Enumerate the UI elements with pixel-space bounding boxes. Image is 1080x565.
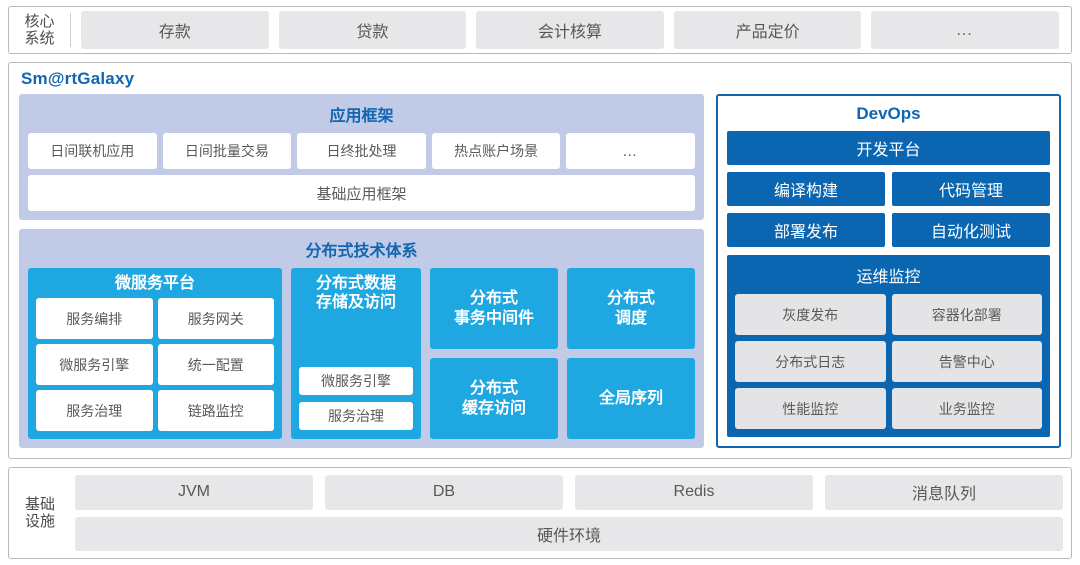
scheduling-line2: 调度	[614, 309, 647, 327]
devops-development-platform-bar[interactable]: 开发平台	[727, 131, 1050, 165]
distributed-tech-title: 分布式技术体系	[305, 243, 418, 260]
smartgalaxy-panel: Sm@rtGalaxy 应用框架 日间联机应用 日间批量交易 日终批处理 热点账…	[8, 62, 1072, 459]
distributed-data-storage-title: 分布式数据 存储及访问	[299, 274, 413, 316]
app-chip-daytime-online[interactable]: 日间联机应用	[28, 133, 157, 169]
distributed-tiles-column-2: 分布式 调度 全局序列	[567, 268, 695, 439]
infrastructure-label: 基础 设施	[9, 475, 71, 551]
smartgalaxy-title: Sm@rtGalaxy	[21, 69, 135, 88]
devops-automated-test-button[interactable]: 自动化测试	[892, 213, 1050, 247]
distributed-tech-grid: 微服务平台 服务编排 服务网关 微服务引擎 统一配置 服务治理 链路监控	[28, 268, 695, 439]
smartgalaxy-right-column: DevOps 开发平台 编译构建 代码管理 部署发布 自动化测试 运维监控 灰度…	[716, 94, 1061, 448]
transaction-middleware-line2: 事务中间件	[453, 309, 534, 327]
devops-title: DevOps	[856, 104, 921, 123]
devops-tools-grid: 编译构建 代码管理 部署发布 自动化测试	[727, 172, 1050, 247]
app-chip-hot-account[interactable]: 热点账户场景	[431, 133, 561, 169]
cache-access-line1: 分布式	[469, 379, 518, 397]
infrastructure-body: JVM DB Redis 消息队列 硬件环境	[71, 475, 1063, 551]
infra-item-message-queue[interactable]: 消息队列	[825, 475, 1063, 510]
ds-chip-governance[interactable]: 服务治理	[299, 402, 413, 430]
ops-chip-business-monitor[interactable]: 业务监控	[891, 388, 1042, 429]
ms-chip-engine[interactable]: 微服务引擎	[36, 344, 153, 386]
microservice-platform-box[interactable]: 微服务平台 服务编排 服务网关 微服务引擎 统一配置 服务治理 链路监控	[28, 268, 282, 439]
distributed-scheduling-tile[interactable]: 分布式 调度	[567, 268, 695, 349]
transaction-middleware-line1: 分布式	[469, 289, 518, 307]
infra-item-redis[interactable]: Redis	[575, 475, 813, 510]
core-system-loan[interactable]: 贷款	[278, 11, 467, 49]
core-system-accounting[interactable]: 会计核算	[476, 11, 664, 49]
distributed-cache-access-tile[interactable]: 分布式 缓存访问	[430, 358, 558, 439]
ops-monitoring-card: 运维监控 灰度发布 容器化部署 分布式日志 告警中心 性能监控 业务监控	[727, 255, 1050, 437]
application-framework-title: 应用框架	[329, 108, 394, 125]
core-systems-label: 核心 系统	[9, 13, 71, 47]
devops-deploy-release-button[interactable]: 部署发布	[727, 213, 885, 247]
ops-chip-distributed-log[interactable]: 分布式日志	[735, 341, 886, 382]
microservice-platform-chips: 服务编排 服务网关 微服务引擎 统一配置 服务治理 链路监控	[36, 298, 274, 431]
ops-monitoring-title: 运维监控	[856, 269, 921, 286]
core-systems-label-line1: 核心	[24, 12, 55, 30]
ops-chip-alert-center[interactable]: 告警中心	[891, 341, 1042, 382]
global-sequence-line1: 全局序列	[598, 389, 663, 407]
infrastructure-label-line2: 设施	[24, 513, 55, 530]
distributed-tiles-column-1: 分布式 事务中间件 分布式 缓存访问	[430, 268, 558, 439]
core-system-pricing[interactable]: 产品定价	[673, 11, 862, 49]
global-sequence-tile[interactable]: 全局序列	[567, 358, 695, 439]
infrastructure-label-line1: 基础	[24, 495, 55, 513]
infrastructure-row: 基础 设施 JVM DB Redis 消息队列 硬件环境	[8, 467, 1072, 559]
ops-monitoring-chips: 灰度发布 容器化部署 分布式日志 告警中心 性能监控 业务监控	[735, 294, 1042, 429]
app-chip-endofday-batch[interactable]: 日终批处理	[297, 133, 426, 169]
core-systems-label-line2: 系统	[24, 30, 55, 47]
devops-panel: DevOps 开发平台 编译构建 代码管理 部署发布 自动化测试 运维监控 灰度…	[716, 94, 1061, 448]
ms-chip-unified-config[interactable]: 统一配置	[157, 344, 274, 386]
distributed-data-storage-title-line2: 存储及访问	[315, 294, 396, 312]
distributed-data-storage-title-line1: 分布式数据	[315, 275, 396, 292]
distributed-data-storage-chips: 微服务引擎 服务治理	[299, 316, 413, 431]
infrastructure-hardware-bar[interactable]: 硬件环境	[75, 516, 1063, 551]
ds-chip-engine[interactable]: 微服务引擎	[299, 367, 413, 395]
smartgalaxy-body: 应用框架 日间联机应用 日间批量交易 日终批处理 热点账户场景 … 基础应用框架…	[19, 94, 1061, 448]
core-system-deposit[interactable]: 存款	[81, 11, 269, 49]
ops-chip-performance-monitor[interactable]: 性能监控	[735, 388, 886, 429]
ms-chip-gateway[interactable]: 服务网关	[157, 298, 274, 340]
ops-chip-gray-release[interactable]: 灰度发布	[735, 294, 886, 335]
microservice-platform-title: 微服务平台	[114, 275, 195, 292]
application-framework-card: 应用框架 日间联机应用 日间批量交易 日终批处理 热点账户场景 … 基础应用框架	[19, 94, 704, 220]
ms-chip-trace-monitor[interactable]: 链路监控	[157, 390, 274, 431]
infrastructure-items: JVM DB Redis 消息队列	[75, 475, 1063, 510]
infra-item-jvm[interactable]: JVM	[75, 475, 313, 510]
ms-chip-governance[interactable]: 服务治理	[36, 390, 153, 431]
distributed-tech-card: 分布式技术体系 微服务平台 服务编排 服务网关 微服务引擎 统一配置 服务治理	[19, 229, 704, 448]
core-systems-row: 核心 系统 存款 贷款 会计核算 产品定价 …	[8, 6, 1072, 54]
infra-item-db[interactable]: DB	[325, 475, 563, 510]
ops-chip-container-deploy[interactable]: 容器化部署	[891, 294, 1042, 335]
core-systems-items: 存款 贷款 会计核算 产品定价 …	[71, 11, 1065, 49]
cache-access-line2: 缓存访问	[461, 399, 526, 417]
devops-code-management-button[interactable]: 代码管理	[892, 172, 1050, 206]
base-application-framework-bar[interactable]: 基础应用框架	[28, 175, 695, 211]
app-chip-more[interactable]: …	[566, 133, 695, 169]
smartgalaxy-left-column: 应用框架 日间联机应用 日间批量交易 日终批处理 热点账户场景 … 基础应用框架…	[19, 94, 704, 448]
devops-build-button[interactable]: 编译构建	[727, 172, 885, 206]
scheduling-line1: 分布式	[606, 289, 655, 307]
ms-chip-orchestration[interactable]: 服务编排	[36, 298, 153, 340]
distributed-data-storage-box[interactable]: 分布式数据 存储及访问 微服务引擎 服务治理	[291, 268, 421, 439]
distributed-transaction-middleware-tile[interactable]: 分布式 事务中间件	[430, 268, 558, 349]
core-system-more[interactable]: …	[871, 11, 1059, 49]
app-chip-daytime-batch[interactable]: 日间批量交易	[162, 133, 292, 169]
application-framework-chips: 日间联机应用 日间批量交易 日终批处理 热点账户场景 …	[28, 133, 695, 169]
